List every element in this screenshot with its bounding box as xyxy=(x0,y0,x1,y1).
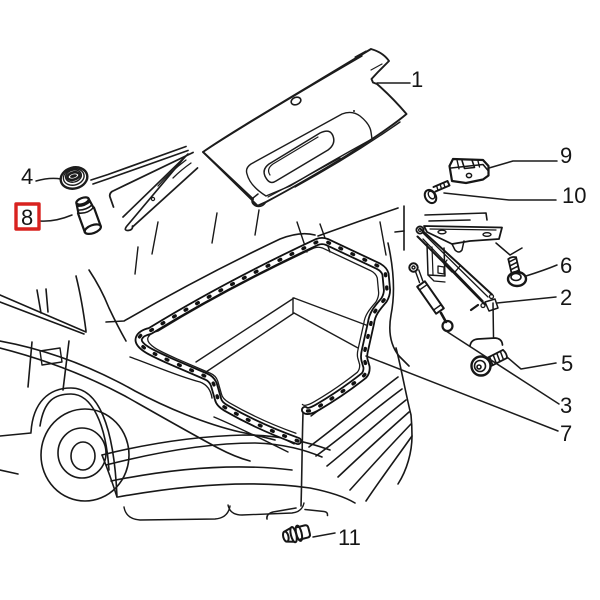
svg-text:11: 11 xyxy=(338,525,361,550)
svg-text:3: 3 xyxy=(560,393,572,418)
svg-text:8: 8 xyxy=(21,205,33,230)
svg-text:2: 2 xyxy=(560,285,572,310)
svg-text:9: 9 xyxy=(560,143,572,168)
svg-text:4: 4 xyxy=(21,164,33,189)
svg-text:7: 7 xyxy=(560,421,572,446)
svg-text:1: 1 xyxy=(411,67,423,92)
svg-text:10: 10 xyxy=(562,183,586,208)
svg-text:6: 6 xyxy=(560,253,572,278)
svg-text:5: 5 xyxy=(561,351,573,376)
